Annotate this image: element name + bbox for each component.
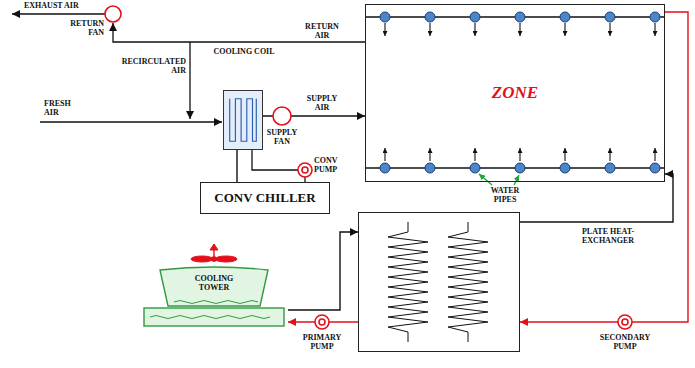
flow-label: EXHAUST AIR	[24, 1, 104, 10]
flow-label: FRESH AIR	[44, 99, 80, 117]
pump-label: SECONDARY PUMP	[595, 333, 655, 351]
tower-fan-blade	[191, 256, 213, 262]
pipe-connector	[288, 232, 358, 310]
tower-fan-hub	[212, 257, 217, 262]
tower-title: COOLING TOWER	[188, 274, 240, 292]
primary-pump	[315, 315, 329, 329]
heat-exchanger: PLATE HEAT-EXCHANGER	[358, 212, 520, 352]
chiller-pipe	[252, 150, 298, 170]
air-arrow	[384, 148, 385, 161]
air-arrow	[519, 23, 520, 36]
pump-label: PRIMARY PUMP	[297, 333, 347, 351]
water-pipe	[515, 12, 525, 22]
leader-arrow	[514, 175, 519, 185]
edge-label: SUPPLY AIR	[301, 94, 343, 112]
fan-label: SUPPLY FAN	[261, 128, 303, 146]
cooling-coil: COOLING COIL	[223, 90, 263, 150]
coil-fins	[224, 91, 262, 149]
air-arrow	[474, 23, 475, 36]
water-pipe	[650, 12, 660, 22]
heat-exchanger-coil	[388, 222, 428, 342]
water-pipe	[425, 12, 435, 22]
fresh-air-duct	[40, 121, 222, 122]
air-arrow	[474, 148, 475, 161]
return-fan	[105, 6, 121, 22]
air-arrow	[519, 148, 520, 161]
water-pipe	[515, 163, 525, 173]
return-air-duct	[113, 23, 365, 42]
water-pipe	[605, 163, 615, 173]
pump-impeller	[319, 319, 325, 325]
air-arrow	[564, 148, 565, 161]
air-arrow	[609, 148, 610, 161]
water-pipe	[560, 163, 570, 173]
air-arrow	[429, 23, 430, 36]
callout-label: WATER PIPES	[483, 186, 527, 204]
air-arrow	[564, 23, 565, 36]
water-pipe	[470, 163, 480, 173]
pump-impeller	[622, 319, 628, 325]
pump-label: CONV PUMP	[314, 156, 348, 174]
chiller-title: CONV CHILLER	[214, 191, 315, 206]
heat-exchanger-coil	[448, 222, 488, 342]
heat-exchanger-heading: PLATE HEAT-EXCHANGER	[563, 227, 653, 245]
secondary-pump	[618, 315, 632, 329]
exhaust-air-duct	[12, 13, 105, 14]
air-arrow	[429, 148, 430, 161]
conv-pump	[298, 163, 312, 177]
water-pipe	[380, 163, 390, 173]
water-pipe	[470, 12, 480, 22]
air-arrow	[609, 23, 610, 36]
air-arrow	[384, 23, 385, 36]
pipe-connector	[236, 150, 237, 182]
supply-fan	[273, 107, 291, 125]
tower-fan-blade	[215, 256, 237, 262]
air-arrow	[654, 23, 655, 36]
fan-label: RETURN FAN	[64, 19, 104, 37]
recirculated-air-duct	[189, 42, 190, 119]
return-water-connector	[520, 12, 688, 322]
chiller-box: CONV CHILLER	[200, 182, 330, 214]
air-arrow	[654, 148, 655, 161]
tower-exhaust-arrow	[210, 244, 218, 250]
coil-heading: COOLING COIL	[204, 47, 284, 56]
zone-title: ZONE	[492, 83, 538, 103]
water-pipe	[560, 12, 570, 22]
water-pipe	[380, 12, 390, 22]
water-pipe	[650, 163, 660, 173]
cooling-tower: COOLING TOWER	[140, 262, 288, 330]
flow-label: RECIRCULATED AIR	[114, 57, 186, 75]
water-pipe	[605, 12, 615, 22]
leader-arrow	[479, 174, 492, 185]
tower-outline	[140, 262, 288, 330]
water-pipe	[425, 163, 435, 173]
pump-impeller	[302, 167, 308, 173]
zone-box: ZONE	[365, 4, 665, 182]
flow-label: RETURN AIR	[300, 22, 344, 40]
